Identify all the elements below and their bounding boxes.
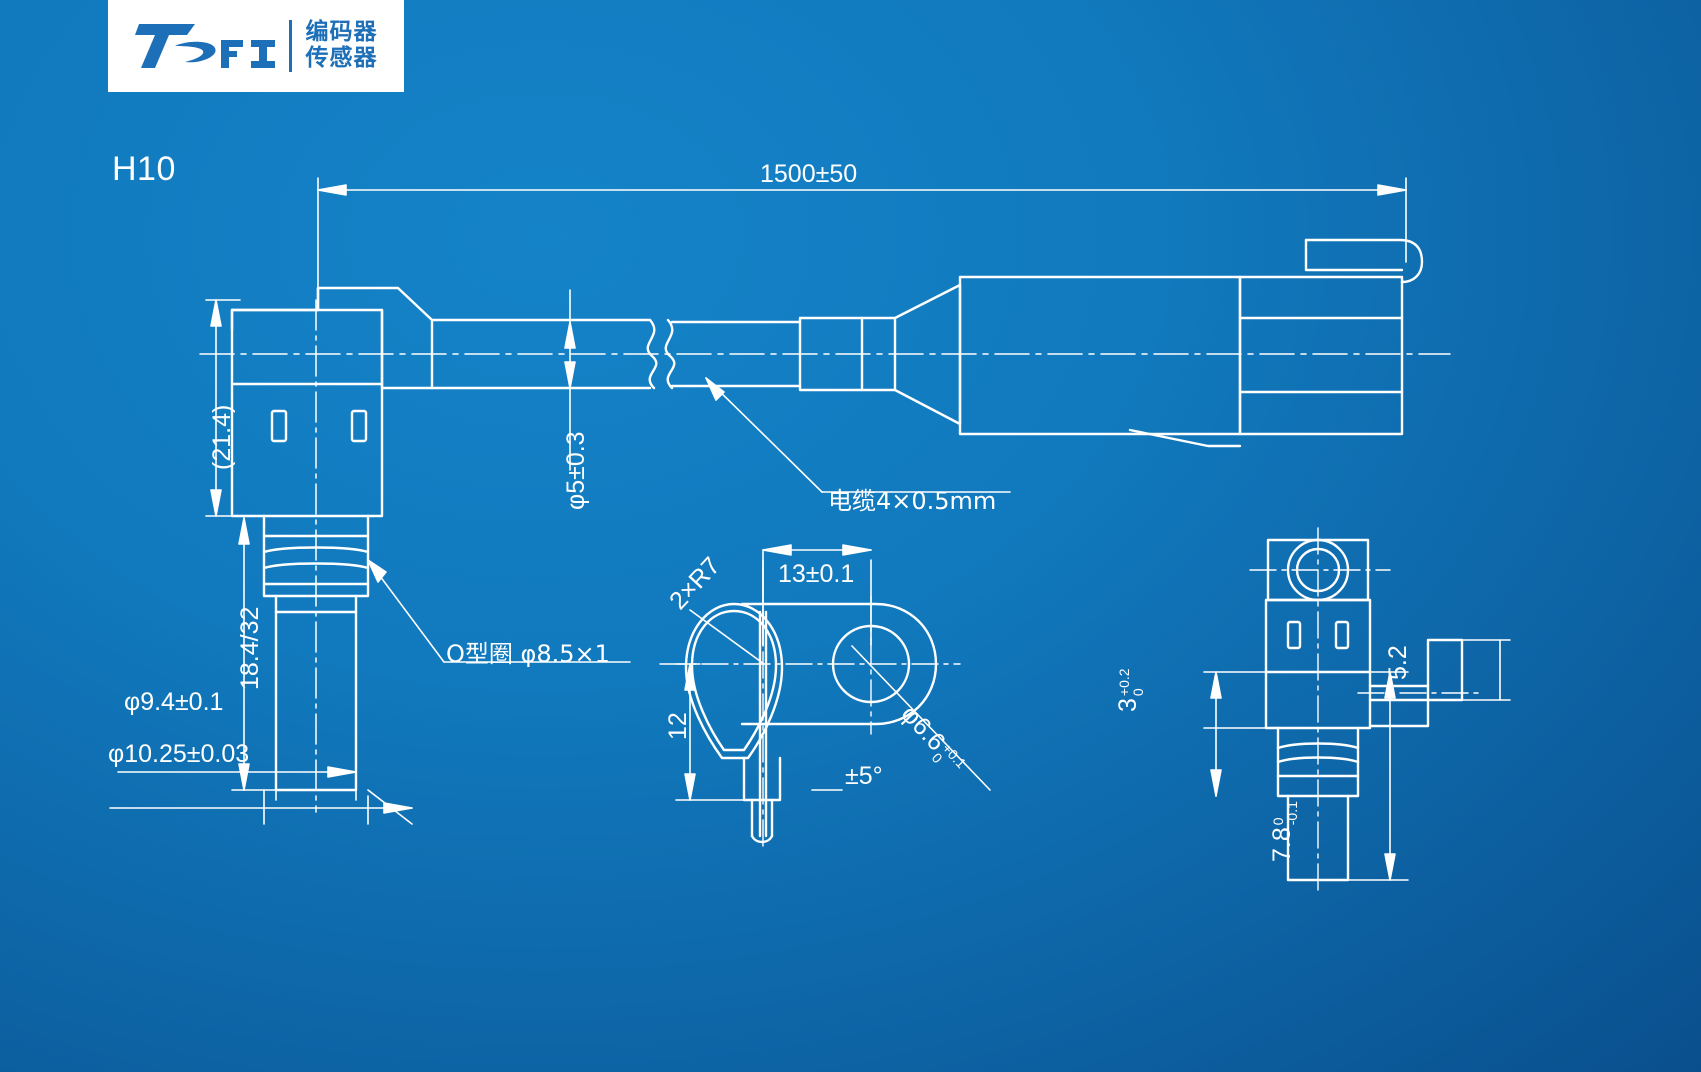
dim-label-detail-height: 12 [664, 712, 692, 740]
dim-label-dia-9-4: φ9.4±0.1 [124, 688, 223, 717]
logo-line-1: 编码器 [305, 19, 378, 46]
side-3-value: 3 [1114, 698, 1142, 712]
dim-label-side-5-2: 5.2 [1384, 645, 1412, 680]
logo-divider [288, 20, 292, 72]
dim-side-5-2 [1427, 639, 1511, 701]
annotation-cable-spec: 电缆4×0.5mm [828, 487, 997, 515]
dim-label-detail-width: 13±0.1 [778, 560, 855, 588]
tofi-wordmark-icon [134, 24, 275, 68]
side-7-8-value: 7.8 [1268, 827, 1296, 862]
annotation-oring: O型圈 φ8.5×1 [446, 640, 610, 668]
dim-label-thread-length: 18.4/32 [236, 606, 264, 690]
connector-body-left [230, 286, 434, 518]
logo-chinese-lines: 编码器 传感器 [305, 19, 378, 72]
dim-cable-dia [564, 289, 576, 471]
side-7-8-tolerance: 0-0.1 [1270, 801, 1300, 826]
side-3-tol-lower: 0 [1129, 688, 1146, 697]
dim-dia-10-25 [109, 789, 413, 825]
dim-height-21-4 [205, 299, 263, 517]
logo-line-2: 传感器 [305, 45, 378, 71]
dim-label-dia-10-25: φ10.25±0.03 [108, 740, 249, 769]
leader-detail-hole [851, 645, 991, 791]
dim-label-height-ref: (21.4) [208, 404, 236, 470]
dim-dia-9-4 [117, 757, 357, 801]
dim-side-3 [1203, 671, 1279, 797]
side-7-8-tol-lower: -0.1 [1283, 801, 1300, 826]
dim-label-overall-length: 1500±50 [760, 160, 858, 188]
leader-oring [367, 559, 631, 663]
leader-cable-spec [705, 377, 1011, 493]
cable-left-segment [430, 318, 652, 390]
centerline-side-view [1249, 527, 1479, 893]
cable-right-segment [670, 320, 802, 388]
dim-thread-18-4-32 [231, 517, 279, 791]
dia-10-25-value: φ10.25±0.03 [108, 740, 250, 768]
rear-cap [1304, 238, 1424, 284]
leader-detail-r7 [689, 609, 765, 665]
dim-overall-length [317, 177, 1407, 301]
dim-detail-12 [675, 663, 749, 801]
page-title: H10 [112, 150, 176, 188]
dim-side-7-8 [1347, 671, 1409, 881]
dia-9-4-value: φ9.4±0.1 [124, 688, 224, 716]
main-barrel [958, 275, 1242, 448]
rear-housing [1238, 275, 1404, 436]
dim-label-detail-angle: ±5° [845, 762, 883, 790]
cable-break-symbol [646, 318, 676, 390]
brand-logo-plate: 编码器 传感器 [108, 0, 404, 92]
dim-label-cable-dia: φ5±0.3 [562, 431, 590, 510]
dim-detail-13 [762, 544, 872, 646]
